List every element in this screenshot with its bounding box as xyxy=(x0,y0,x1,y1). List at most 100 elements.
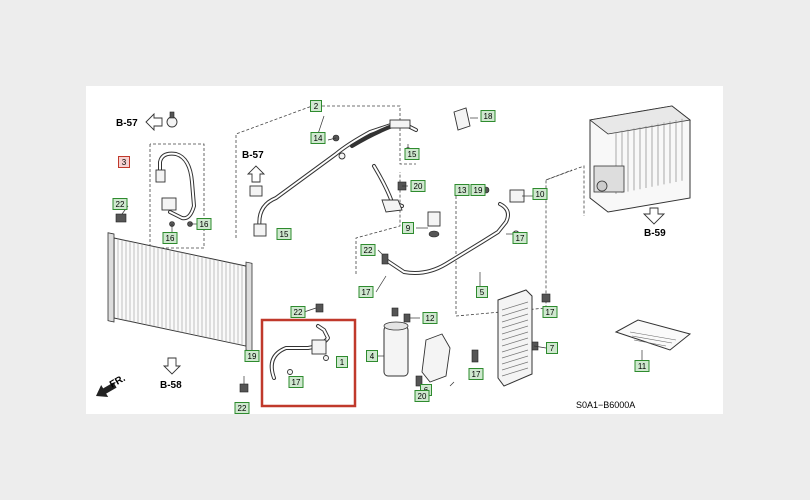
bolt-21 xyxy=(415,375,423,387)
callout-number: 22 xyxy=(364,246,373,255)
b59-down-arrow xyxy=(642,207,666,225)
callout-number: 20 xyxy=(414,182,423,191)
callout-box xyxy=(112,198,128,210)
fitting-elbow xyxy=(381,199,403,213)
callout-number: 17 xyxy=(292,378,301,387)
ref-b57-top: B-57 xyxy=(116,118,138,129)
callout-number: 22 xyxy=(238,404,247,413)
bolt-12-b xyxy=(391,307,399,317)
callout-number: 14 xyxy=(314,134,323,143)
callout-box xyxy=(422,312,438,324)
switch-cap xyxy=(428,230,440,238)
callout-box xyxy=(512,232,528,244)
callout-number: 15 xyxy=(280,230,289,239)
condenser xyxy=(107,232,253,352)
callout-number: 11 xyxy=(638,362,647,371)
group-line-evaporator xyxy=(545,165,585,216)
callout-box xyxy=(454,184,470,196)
callout-box xyxy=(402,222,414,234)
callout-box xyxy=(634,360,650,372)
bolt-20 xyxy=(471,349,479,363)
callout-number: 22 xyxy=(116,200,125,209)
callout-box xyxy=(410,180,426,192)
highlight-frame xyxy=(260,318,357,408)
callout-number: 9 xyxy=(406,224,411,233)
callout-box xyxy=(234,402,250,414)
mount-bolt-22 xyxy=(115,213,127,223)
callout-number: 18 xyxy=(484,112,493,121)
b57-up-arrow xyxy=(246,165,266,183)
pipe2-oring xyxy=(338,152,346,160)
callout-box xyxy=(310,132,326,144)
callout-box xyxy=(244,350,260,362)
callout-number: 4 xyxy=(370,352,375,361)
group-line-pipe-2 xyxy=(235,105,416,238)
callout-number: 19 xyxy=(248,352,257,361)
oring-17-b xyxy=(287,369,293,375)
callout-box xyxy=(532,188,548,200)
bolt-12 xyxy=(403,313,411,323)
callout-box xyxy=(546,342,558,354)
callout-number: 2 xyxy=(314,102,319,111)
callout-number: 10 xyxy=(536,190,545,199)
callout-number: 16 xyxy=(200,220,209,229)
pipe4-fitting xyxy=(311,339,327,355)
callout-number: 5 xyxy=(480,288,485,297)
evaporator xyxy=(589,105,691,213)
callout-number: 15 xyxy=(408,150,417,159)
callout-box xyxy=(542,306,558,318)
pipe2-fitting xyxy=(249,185,263,197)
pipe2-end-fitting xyxy=(253,223,267,237)
receiver-bracket-7 xyxy=(421,333,451,383)
hose-fitting-lower xyxy=(161,197,177,211)
ref-b57-mid: B-57 xyxy=(242,150,264,161)
callout-box xyxy=(476,286,488,298)
callout-number: 16 xyxy=(166,234,175,243)
callout-number: 17 xyxy=(516,234,525,243)
b57-left-arrow xyxy=(145,112,163,132)
pressure-switch-9 xyxy=(427,211,441,227)
diagram-code: S0A1−B6000A xyxy=(576,400,635,410)
callout-box xyxy=(288,376,304,388)
callout-box xyxy=(358,286,374,298)
callout-number: 20 xyxy=(418,392,427,401)
callout-number: 3 xyxy=(122,158,127,167)
label-plate xyxy=(614,319,692,351)
callout-box xyxy=(470,184,486,196)
callout-number: 17 xyxy=(362,288,371,297)
group-line-hose-3 xyxy=(149,143,205,249)
callout-number: 17 xyxy=(546,308,555,317)
ref-b59: B-59 xyxy=(644,228,666,239)
callout-number: 1 xyxy=(340,358,345,367)
callout-box xyxy=(480,110,496,122)
callout-box xyxy=(310,100,322,112)
callout-number: 7 xyxy=(550,344,555,353)
callout-box xyxy=(118,156,130,168)
clamp-top xyxy=(166,116,178,128)
ref-front: FR. xyxy=(108,373,128,391)
pipe5-fitting xyxy=(509,189,525,203)
callout-number: 13 xyxy=(458,186,467,195)
receiver-dryer xyxy=(383,321,409,377)
callout-box xyxy=(414,390,430,402)
group-line-receiver xyxy=(355,172,401,274)
oring-17-a xyxy=(323,355,329,361)
sensor-22 xyxy=(381,253,389,265)
callout-box xyxy=(404,148,420,160)
callout-box xyxy=(276,228,292,240)
callout-box xyxy=(290,306,306,318)
callout-box xyxy=(468,368,484,380)
callout-box xyxy=(360,244,376,256)
ref-b58: B-58 xyxy=(160,380,182,391)
callout-number: 12 xyxy=(426,314,435,323)
cooling-fan-shroud xyxy=(497,289,533,387)
callout-box xyxy=(366,350,378,362)
callout-box xyxy=(336,356,348,368)
callout-box xyxy=(162,232,178,244)
callout-box xyxy=(196,218,212,230)
bolt-19 xyxy=(541,293,551,303)
hose-fitting-upper xyxy=(155,169,166,183)
